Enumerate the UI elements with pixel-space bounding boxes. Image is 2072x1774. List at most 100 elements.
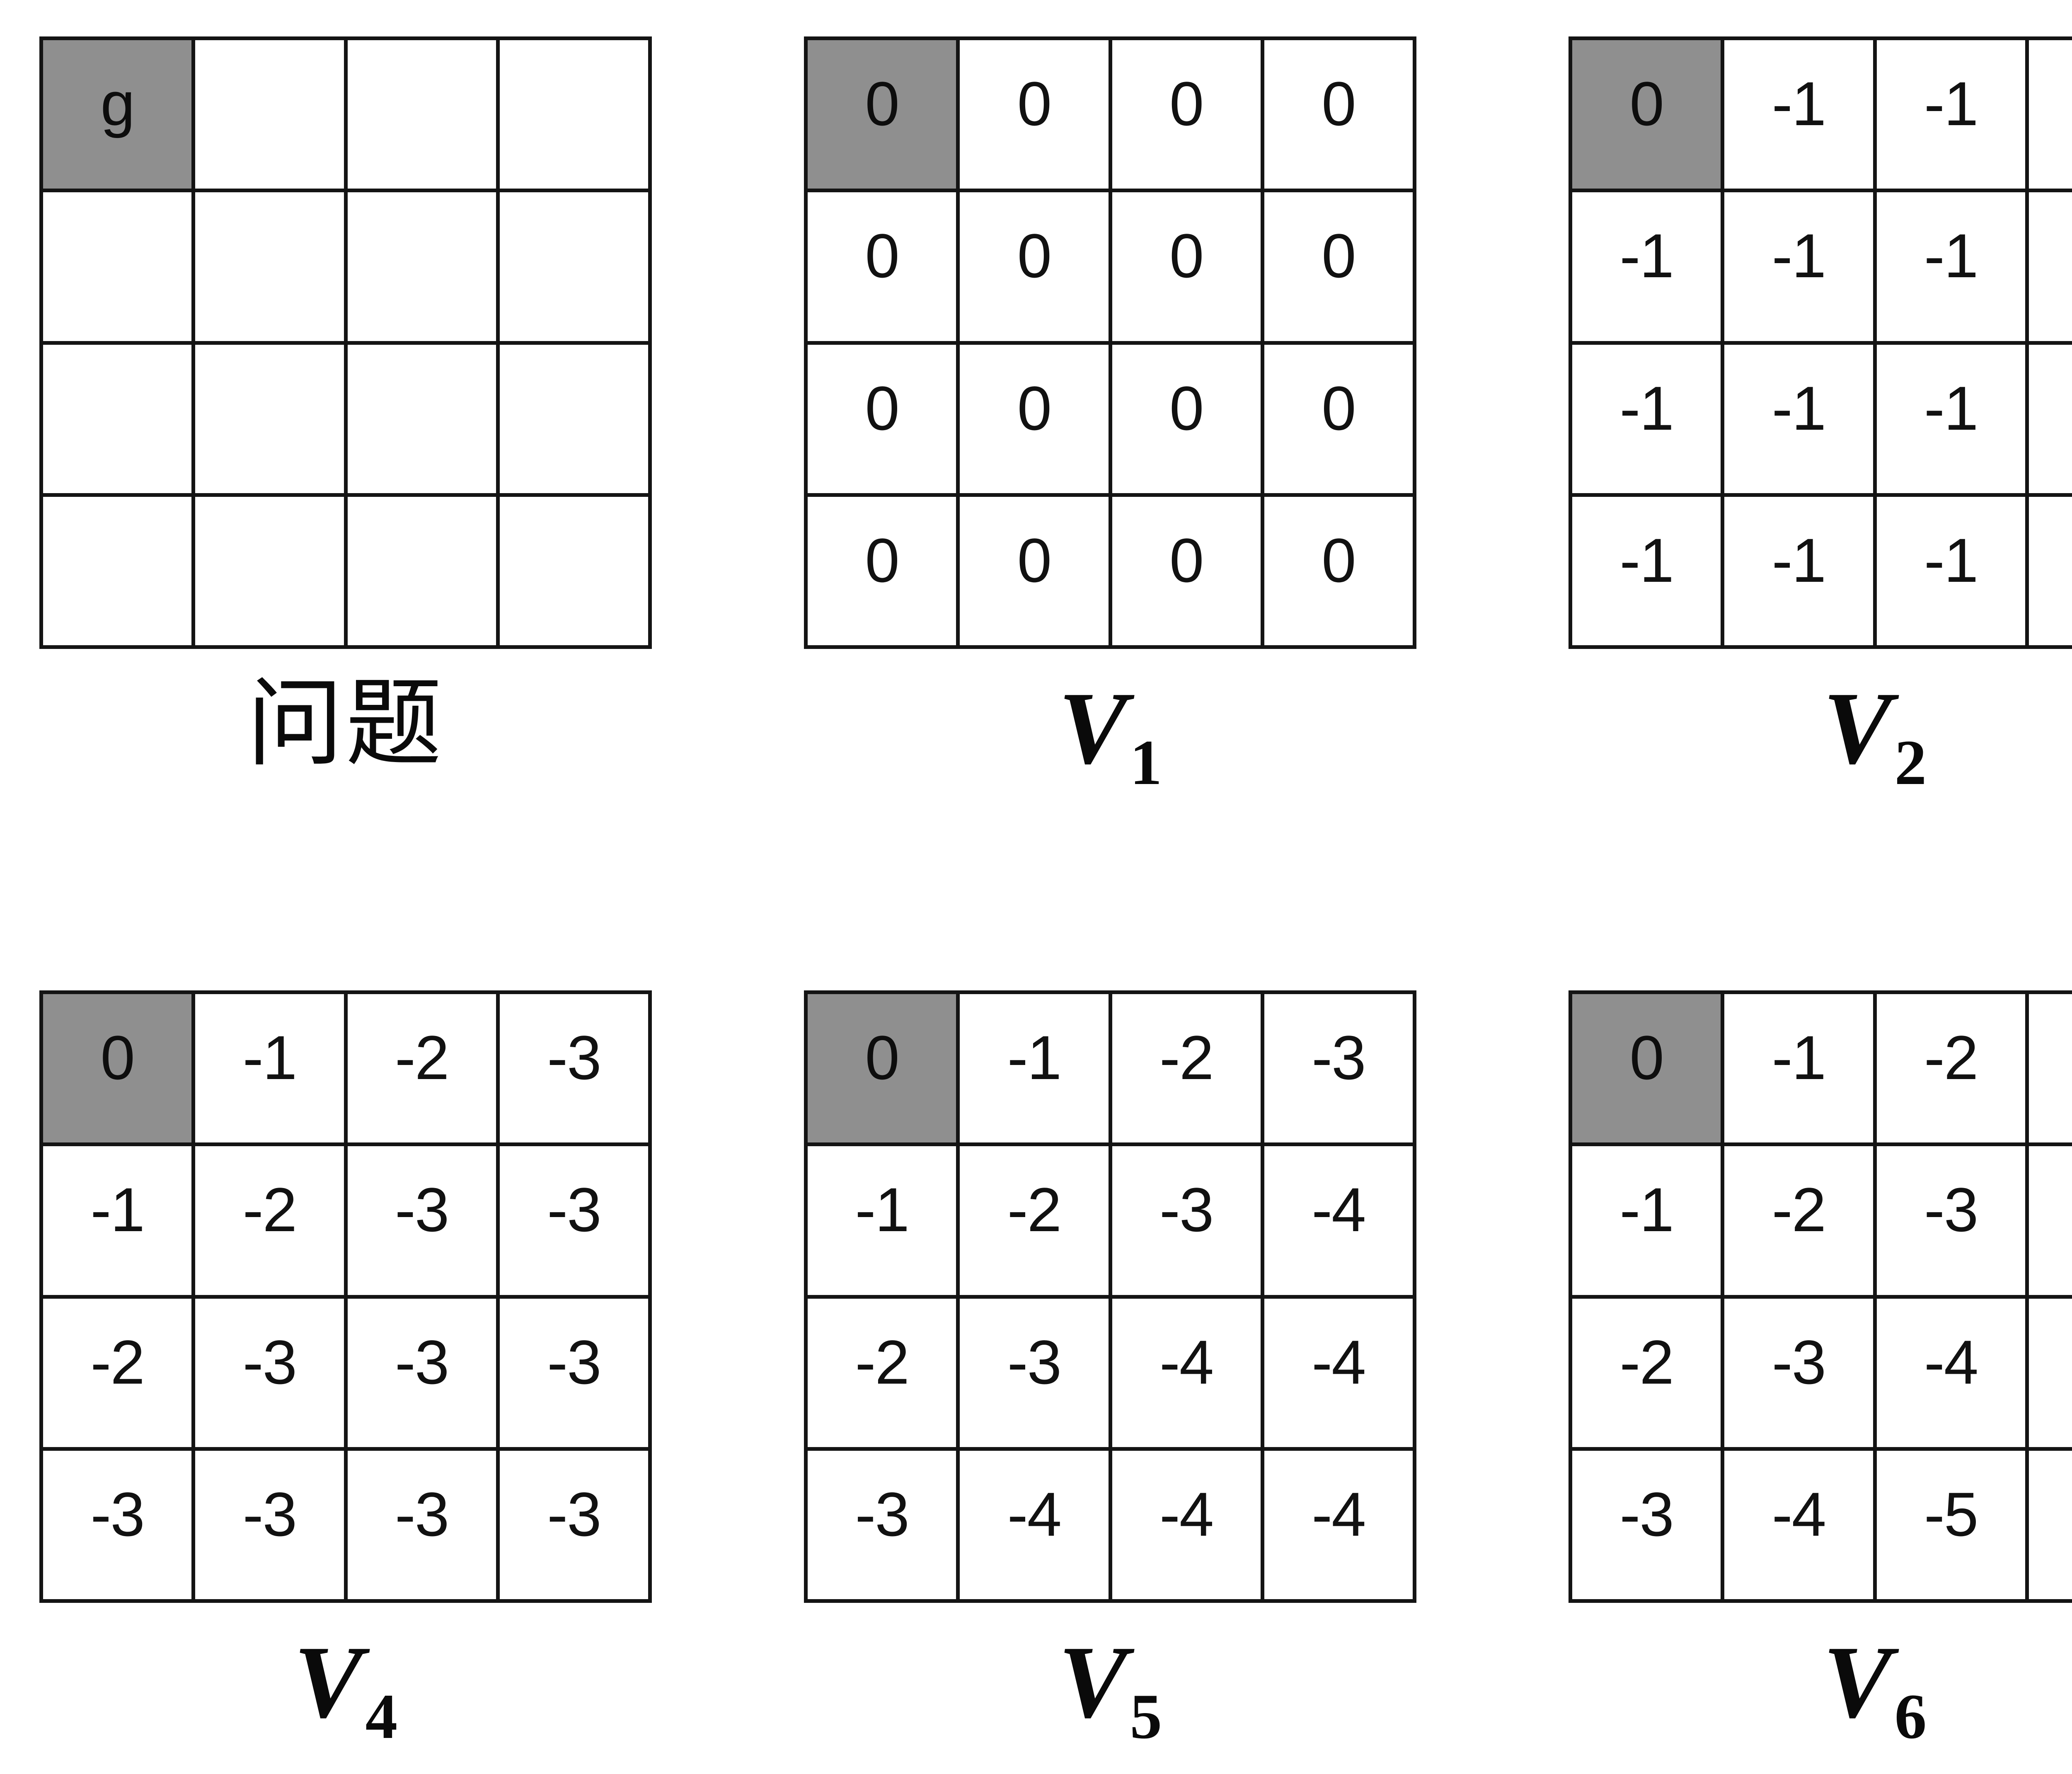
- grid-cell: -4: [1264, 1298, 1416, 1451]
- grid-cell: -3: [195, 1298, 348, 1451]
- caption-v4-symbol: V: [293, 1625, 363, 1740]
- grid-cell-value: -3: [547, 1479, 601, 1549]
- panel-v4: 0-1-2-3-1-2-3-3-2-3-3-3-3-3-3-3 V4: [39, 990, 653, 1749]
- grid-cell-value: -2: [1772, 1175, 1826, 1245]
- grid-cell: -3: [1264, 994, 1416, 1147]
- grid-cell: 0: [960, 40, 1112, 193]
- grid-cell-goal: g: [43, 40, 196, 193]
- grid-cell: -5: [1876, 1450, 2029, 1603]
- grid-cell: [499, 192, 652, 345]
- grid-cell-value: -1: [1772, 525, 1826, 595]
- grid-cell-value: -3: [547, 1023, 601, 1092]
- grid-cell-value: 0: [100, 1023, 135, 1092]
- grid-cell-value: -3: [242, 1479, 297, 1549]
- grid-cell: -1: [1572, 1146, 1725, 1299]
- grid-cell-value: -2: [1007, 1175, 1062, 1245]
- grid-cell: 0: [960, 496, 1112, 649]
- grid-cell: -1: [1876, 40, 2029, 193]
- gridworld-v6: 0-1-2-3-1-2-3-4-2-3-4-5-3-4-5-5: [1569, 990, 2072, 1603]
- grid-cell: -3: [808, 1450, 960, 1603]
- grid-cell: [43, 344, 196, 497]
- grid-cell: -4: [1112, 1450, 1264, 1603]
- grid-cell-value: 0: [1322, 373, 1356, 443]
- grid-cell-value: 0: [1017, 373, 1052, 443]
- grid-cell-value: -3: [1007, 1327, 1062, 1397]
- grid-cell: [195, 192, 348, 345]
- grid-cell: 0: [960, 192, 1112, 345]
- grid-cell-value: -3: [395, 1175, 449, 1245]
- grid-cell-value: 0: [865, 373, 899, 443]
- grid-cell: -2: [347, 994, 500, 1147]
- grid-cell-value: -3: [1924, 1175, 1978, 1245]
- grid-cell: -1: [1572, 192, 1725, 345]
- gridworld-v4: 0-1-2-3-1-2-3-3-2-3-3-3-3-3-3-3: [39, 990, 652, 1603]
- grid-cell: 0: [1264, 192, 1416, 345]
- grid-cell: -4: [2028, 1146, 2072, 1299]
- grid-cell-value: -2: [1619, 1327, 1674, 1397]
- grid-cell-value: -3: [90, 1479, 145, 1549]
- grid-cell: -2: [1724, 1146, 1877, 1299]
- grid-cell: -3: [195, 1450, 348, 1603]
- grid-cell: -3: [499, 1450, 652, 1603]
- grid-cell: 0: [1112, 344, 1264, 497]
- grid-cell: [347, 344, 500, 497]
- panel-v2: 0-1-1-1-1-1-1-1-1-1-1-1-1-1-1-1 V2: [1569, 36, 2072, 795]
- grid-cell-goal: 0: [808, 40, 960, 193]
- grid-cell: -3: [960, 1298, 1112, 1451]
- grid-cell-goal: 0: [43, 994, 196, 1147]
- grid-cell: -3: [347, 1298, 500, 1451]
- grid-cell: -4: [960, 1450, 1112, 1603]
- grid-cell: -1: [1572, 344, 1725, 497]
- grid-cell-value: -4: [1312, 1175, 1366, 1245]
- grid-cell: -1: [1724, 40, 1877, 193]
- gridworld-v2: 0-1-1-1-1-1-1-1-1-1-1-1-1-1-1-1: [1569, 36, 2072, 649]
- grid-cell-value: -2: [242, 1175, 297, 1245]
- grid-cell: -1: [2028, 344, 2072, 497]
- grid-cell-value: 0: [1017, 525, 1052, 595]
- grid-cell-value: 0: [1322, 69, 1356, 138]
- panel-v5: 0-1-2-3-1-2-3-4-2-3-4-4-3-4-4-4 V5: [804, 990, 1417, 1749]
- grid-cell-value: -1: [1007, 1023, 1062, 1092]
- grid-cell-value: -1: [90, 1175, 145, 1245]
- caption-v2-subscript: 2: [1894, 727, 1927, 798]
- grid-cell: -4: [1264, 1146, 1416, 1299]
- grid-cell: 0: [1264, 40, 1416, 193]
- grid-cell: -3: [1112, 1146, 1264, 1299]
- grid-cell: [499, 496, 652, 649]
- caption-v4: V4: [39, 1631, 652, 1749]
- grid-cell-value: -4: [1007, 1479, 1062, 1549]
- grid-cell-value: -2: [1924, 1023, 1978, 1092]
- grid-cell-value: 0: [1629, 69, 1664, 138]
- caption-v5: V5: [804, 1631, 1416, 1749]
- grid-cell-value: -3: [547, 1175, 601, 1245]
- grid-cell-value: -1: [1772, 373, 1826, 443]
- grid-cell: -1: [1876, 192, 2029, 345]
- caption-problem: 问题: [247, 671, 444, 778]
- grid-cell-value: -4: [1312, 1327, 1366, 1397]
- grid-cell: -3: [43, 1450, 196, 1603]
- grid-cell: [347, 40, 500, 193]
- grid-cell: -4: [1264, 1450, 1416, 1603]
- grid-cell: -3: [347, 1450, 500, 1603]
- grid-cell: -3: [1876, 1146, 2029, 1299]
- grid-cell: 0: [1112, 192, 1264, 345]
- grid-cell-value: -1: [1924, 69, 1978, 138]
- grid-cell: -2: [1572, 1298, 1725, 1451]
- grid-cell-value: -3: [1772, 1327, 1826, 1397]
- grid-cell: 0: [960, 344, 1112, 497]
- grid-cell: -1: [2028, 496, 2072, 649]
- grid-cell-value: -3: [1159, 1175, 1214, 1245]
- grid-cell-value: 0: [1322, 525, 1356, 595]
- panel-problem: g 问题: [39, 36, 653, 773]
- grid-cell: [43, 192, 196, 345]
- grid-cell-goal: 0: [1572, 40, 1725, 193]
- grid-cell-goal: 0: [808, 994, 960, 1147]
- grid-cell-value: -4: [1159, 1479, 1214, 1549]
- grid-cell-value: 0: [865, 221, 899, 291]
- grid-cell: -3: [499, 1146, 652, 1299]
- grid-cell-value: -5: [1924, 1479, 1978, 1549]
- caption-v6-subscript: 6: [1894, 1681, 1927, 1752]
- grid-cell: 0: [808, 496, 960, 649]
- grid-cell-value: -3: [242, 1327, 297, 1397]
